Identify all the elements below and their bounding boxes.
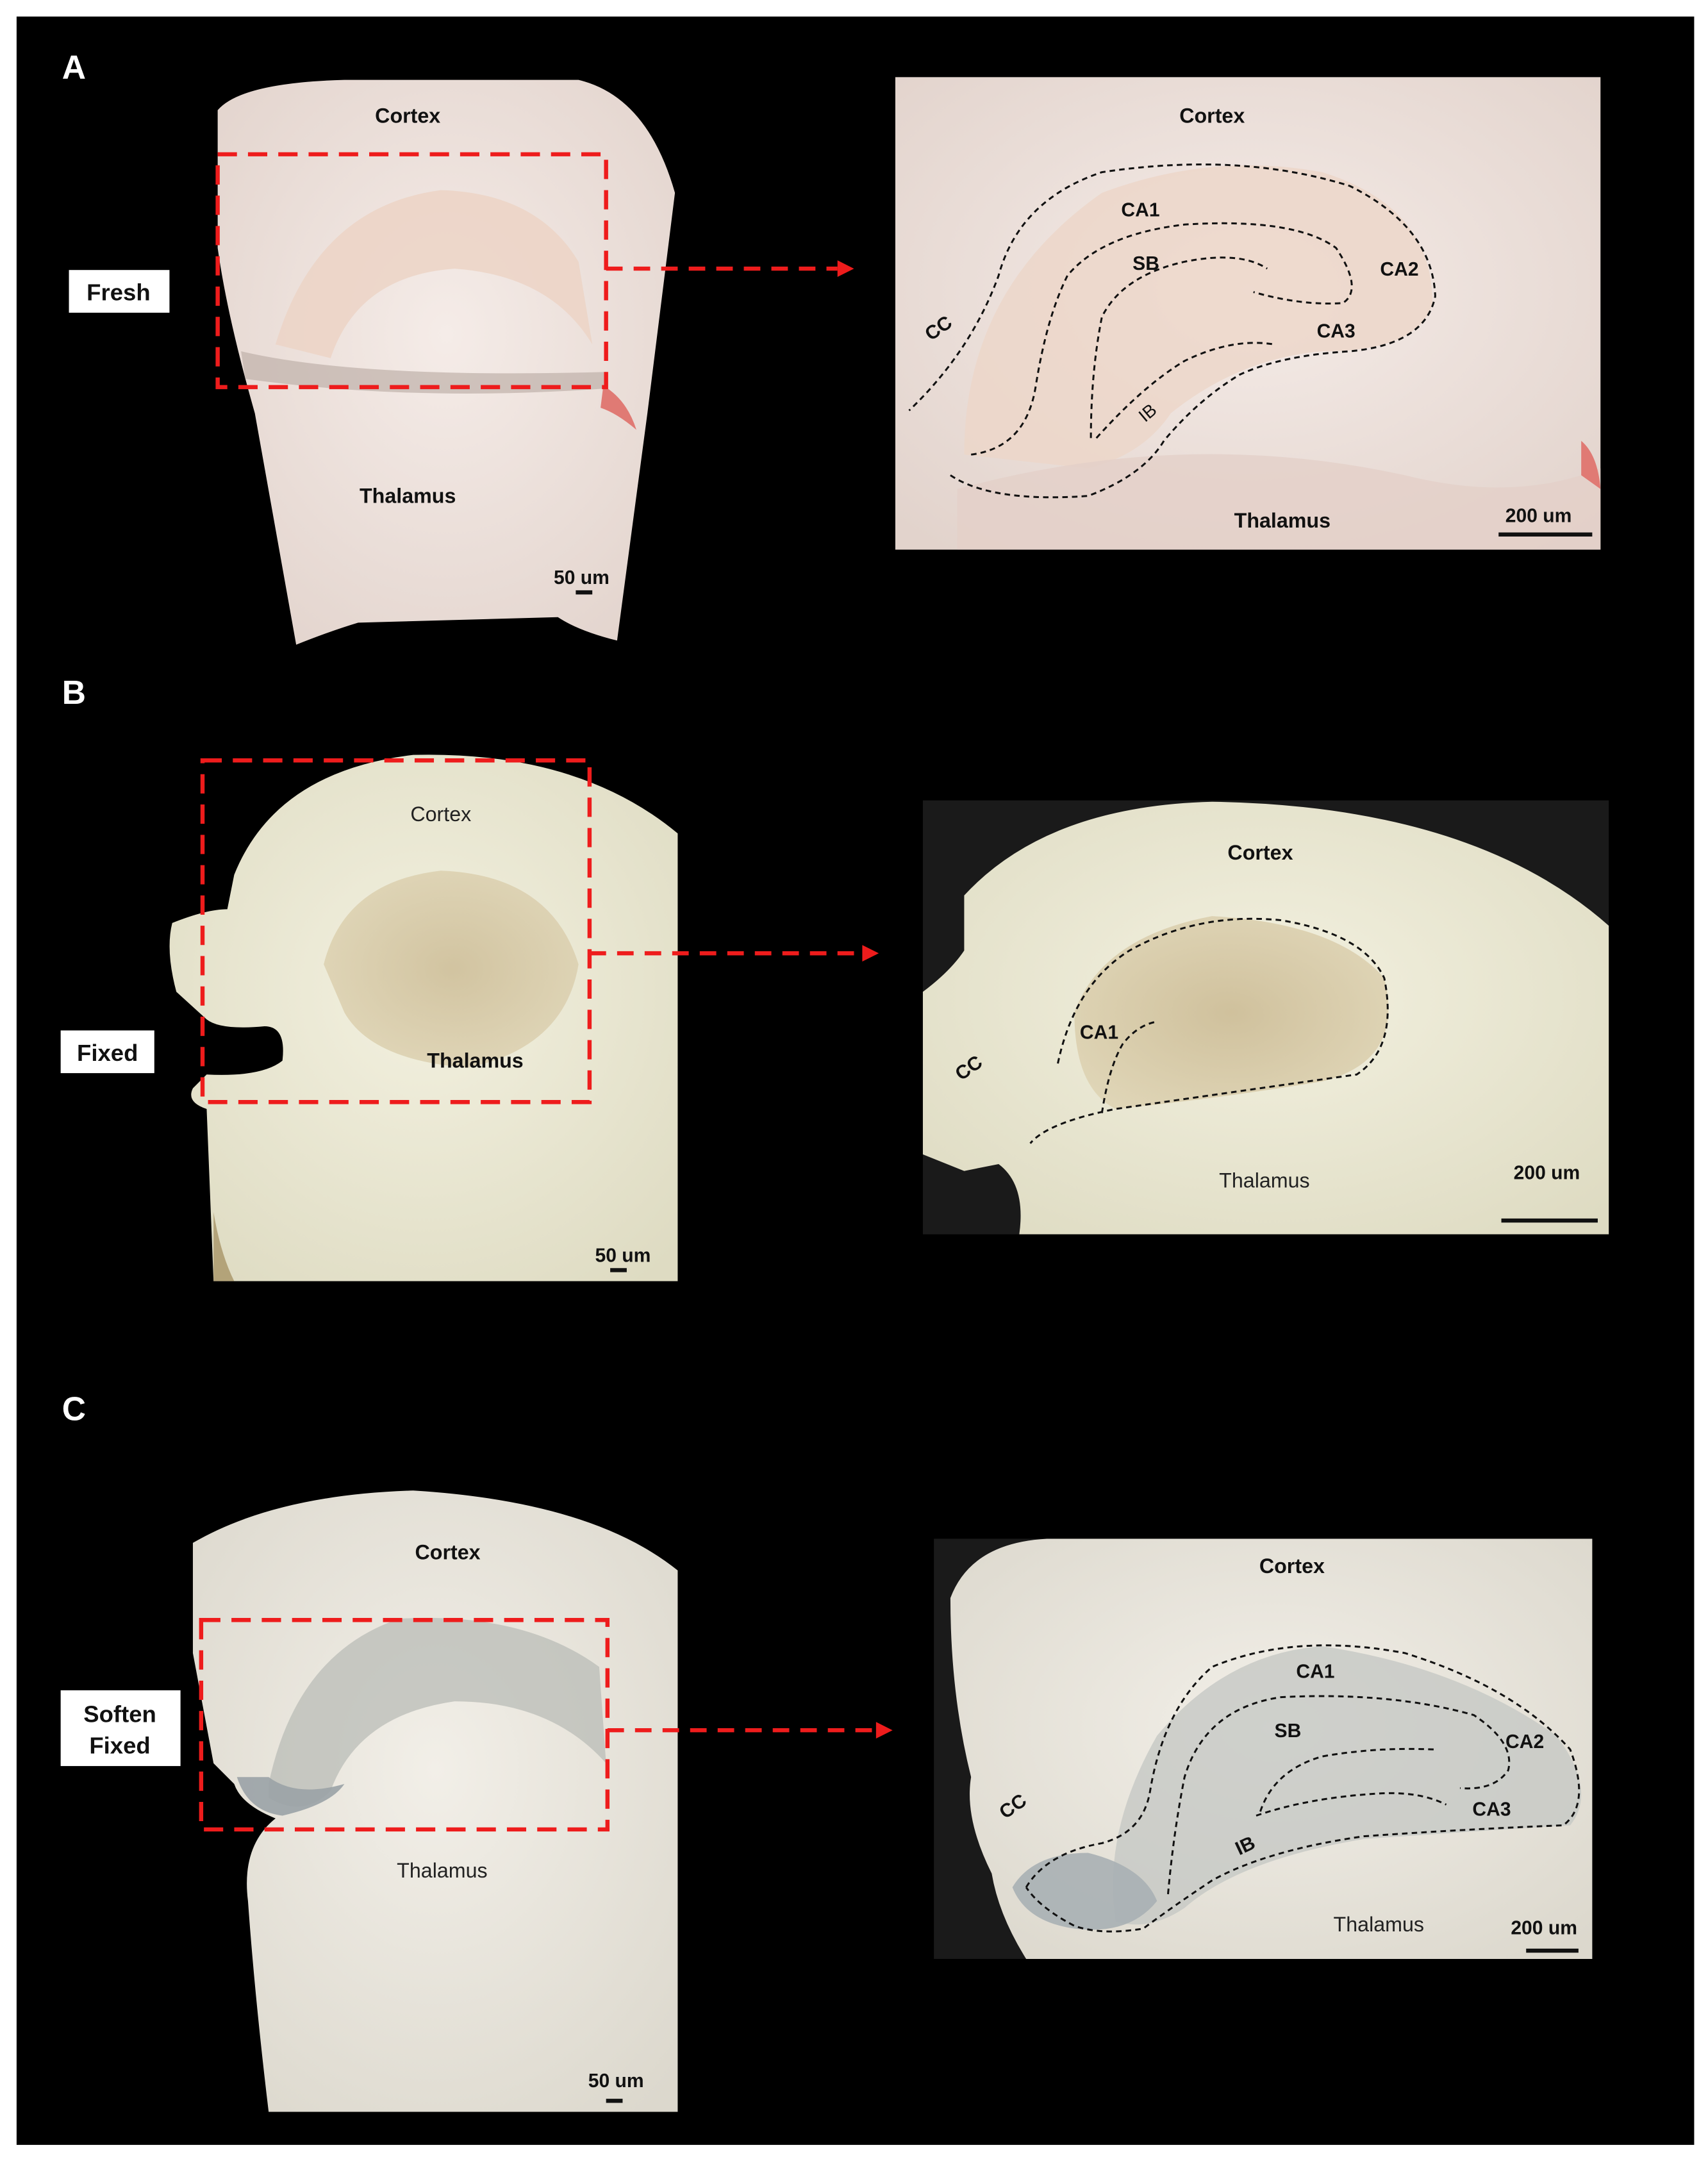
fresh-overview-blood [601, 385, 636, 430]
soften-zoom-scale-label: 200 um [1511, 1917, 1577, 1938]
panel-letter-c: C [62, 1390, 86, 1428]
fixed-zoom-ca1-label: CA1 [1080, 1022, 1118, 1043]
soften-zoom-sb-label: SB [1275, 1720, 1302, 1742]
fixed-zoom-hippocampus [1074, 916, 1389, 1109]
soften-zoom-ca2-label: CA2 [1505, 1731, 1544, 1753]
fixed-zoom-scale-label: 200 um [1514, 1163, 1580, 1184]
soften-overview-ventricle [236, 1777, 345, 1816]
soften-zoom-outline-ib [1256, 1792, 1447, 1817]
condition-label-soften-line1: Soften [83, 1701, 156, 1727]
condition-label-fresh: Fresh [87, 279, 150, 305]
fresh-overview-hippocampus [275, 190, 593, 358]
condition-label-box-soften [60, 1690, 181, 1767]
fresh-zoom-scale-label: 200 um [1505, 505, 1572, 526]
fresh-zoom-ca2-label: CA2 [1380, 259, 1418, 280]
fresh-zoom-sb-label: SB [1132, 253, 1159, 274]
fresh-overview-tissue [217, 79, 676, 645]
soften-zoom-outline-sb [1259, 1747, 1436, 1812]
panel-b: B Cortex Thalamus 50 um Fixed Cortex CA1… [60, 674, 1609, 1281]
soften-zoom-ca3-label: CA3 [1472, 1799, 1511, 1820]
fresh-zoom-thalamus-label: Thalamus [1234, 509, 1331, 532]
fresh-zoom-outline-sb [1090, 256, 1268, 438]
fixed-overview-thalamus-label: Thalamus [427, 1049, 523, 1072]
fresh-overview-thalamus-label: Thalamus [360, 484, 456, 507]
fixed-roi-arrowhead [862, 945, 879, 962]
soften-zoom-thalamus-label: Thalamus [1334, 1913, 1424, 1936]
condition-label-fixed: Fixed [77, 1040, 138, 1066]
condition-label-box-fixed [60, 1030, 154, 1074]
panel-letter-b: B [62, 674, 86, 711]
fixed-overview-hippocampus [324, 871, 579, 1068]
panel-letter-a: A [62, 48, 86, 85]
soften-overview-cortex-label: Cortex [415, 1541, 481, 1564]
fresh-zoom-ca3-label: CA3 [1317, 321, 1356, 342]
fresh-overview-ventricle [241, 351, 606, 394]
fresh-roi-box [215, 152, 608, 390]
fresh-zoom-outline-outer [908, 163, 1436, 499]
panel-c: C Cortex Thalamus 50 um Soften Fixed Cor… [60, 1390, 1593, 2112]
fixed-overview-cortex-label: Cortex [410, 803, 471, 826]
fixed-overview-shadow [213, 1212, 235, 1281]
fresh-zoom-cortex-label: Cortex [1179, 104, 1245, 127]
fresh-zoom-thalamus-shade [957, 454, 1601, 550]
panel-a: A Cortex Thalamus 50 um Fresh Cortex CA1… [62, 48, 1601, 645]
soften-roi-arrowhead [875, 1722, 893, 1739]
fixed-zoom-cortex-label: Cortex [1227, 841, 1293, 864]
soften-zoom-cortex-label: Cortex [1259, 1554, 1325, 1578]
soften-zoom-outline-outer [1025, 1644, 1580, 1933]
fresh-zoom-ca1-label: CA1 [1121, 199, 1159, 221]
fresh-zoom-outline-ca1 [970, 222, 1353, 456]
fresh-zoom-hippocampus [964, 165, 1433, 469]
fixed-overview-scale-label: 50 um [595, 1245, 651, 1267]
fresh-zoom-blood [1581, 440, 1601, 489]
soften-overview-scale-label: 50 um [588, 2070, 644, 2092]
fixed-roi-box [200, 758, 592, 1104]
condition-label-soften-line2: Fixed [89, 1733, 150, 1759]
fresh-zoom-outline-ib [1095, 342, 1275, 439]
fixed-zoom-outline-outer [1029, 917, 1389, 1144]
fresh-overview-scale-label: 50 um [554, 567, 609, 588]
soften-zoom-ca1-label: CA1 [1296, 1662, 1334, 1683]
fixed-zoom-thalamus-label: Thalamus [1219, 1169, 1309, 1192]
soften-overview-hippocampus [269, 1617, 606, 1807]
condition-label-box-fresh [69, 270, 170, 313]
soften-overview-thalamus-label: Thalamus [397, 1859, 487, 1882]
fresh-overview-cortex-label: Cortex [375, 104, 440, 127]
fixed-zoom-outline-ca1 [1100, 1021, 1155, 1113]
fresh-roi-arrowhead [837, 260, 854, 277]
soften-roi-box [199, 1618, 610, 1832]
soften-zoom-outline-ca1 [1166, 1695, 1511, 1895]
